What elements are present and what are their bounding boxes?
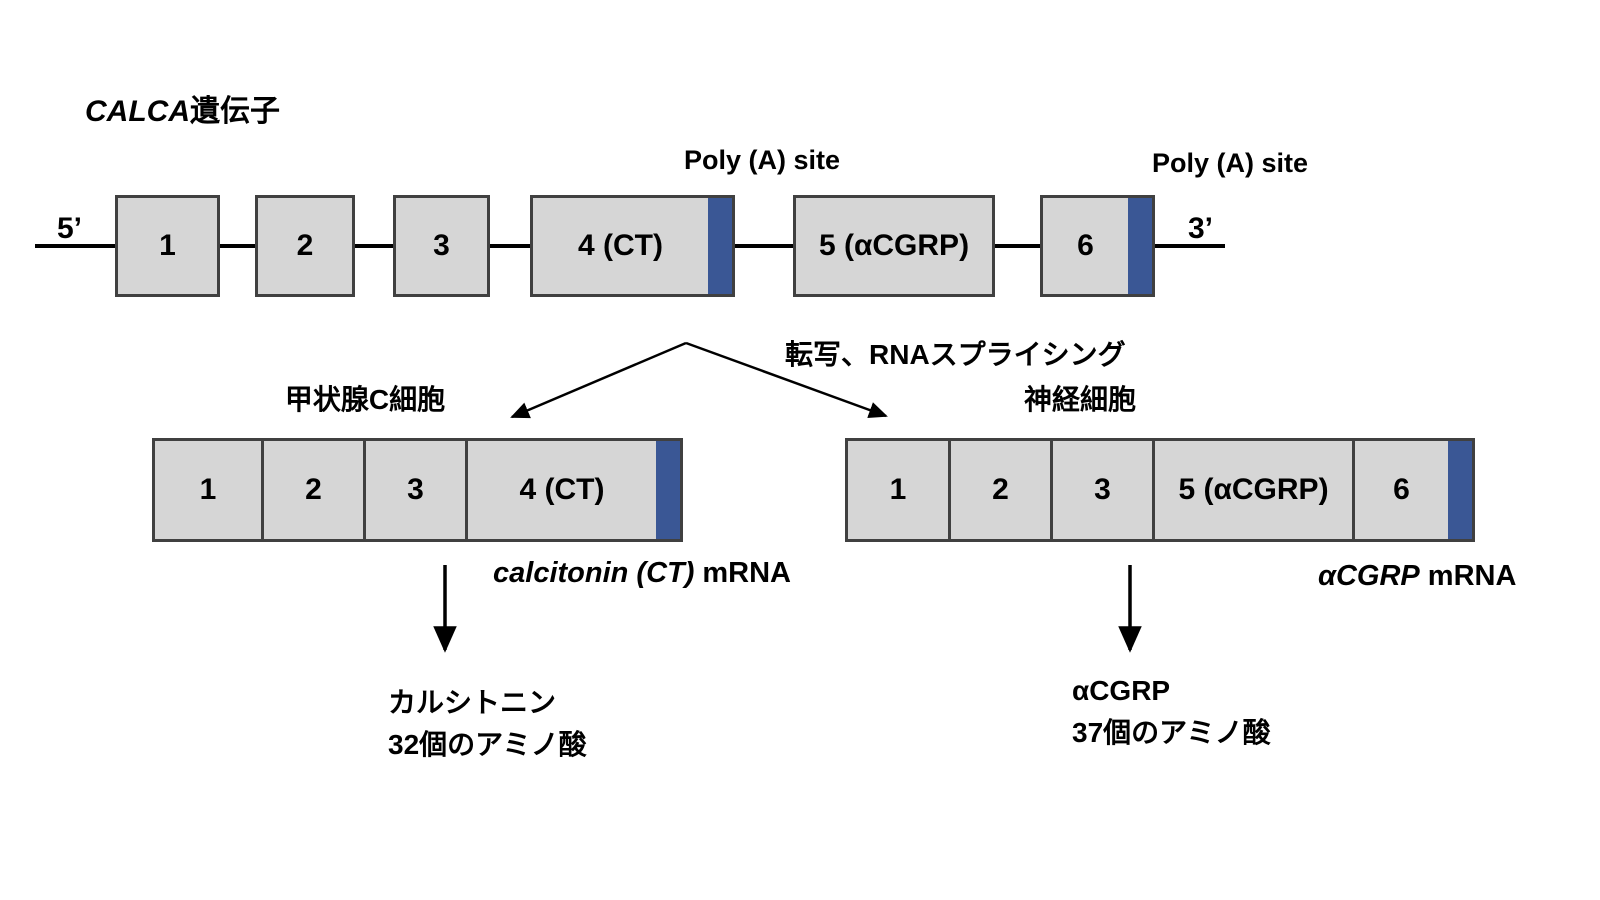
- mrna-exon-label: 1: [889, 473, 907, 506]
- gene-exon-4-label: 4 (CT): [578, 229, 663, 262]
- mrna-exon-label: 2: [992, 473, 1009, 506]
- mrna-exon-label: 3: [1094, 473, 1111, 506]
- three-prime-label: 3’: [1188, 212, 1214, 245]
- gene-exon-4: 4 (CT): [530, 195, 735, 297]
- left-product-detail: 32個のアミノ酸: [388, 729, 587, 760]
- gene-exon-1-label: 1: [159, 229, 176, 262]
- alpha-cgrp-mrna: 1 2 3 5 (αCGRP) 6: [845, 438, 1475, 542]
- gene-exon-2: 2: [255, 195, 355, 297]
- gene-name: CALCA: [85, 95, 190, 128]
- calcitonin-mrna-name: calcitonin (CT): [493, 557, 695, 589]
- mrna-exon: 3: [1050, 441, 1152, 539]
- splice-arrow-right: [685, 341, 888, 419]
- left-cell-type-label: 甲状腺C細胞: [284, 384, 446, 415]
- alpha-cgrp-mrna-suffix: mRNA: [1427, 560, 1517, 592]
- gene-exon-3-label: 3: [433, 229, 450, 262]
- right-product-name: αCGRP: [1072, 675, 1171, 706]
- poly-a-site-marker: [1128, 198, 1152, 294]
- mrna-exon: 5 (αCGRP): [1152, 441, 1352, 539]
- gene-exon-2-label: 2: [296, 229, 314, 262]
- five-prime-label: 5’: [57, 212, 83, 245]
- mrna-exon: 6: [1352, 441, 1472, 539]
- right-product-detail: 37個のアミノ酸: [1072, 717, 1271, 748]
- splicing-process-label: 転写、RNAスプライシング: [785, 339, 1126, 370]
- gene-exon-5: 5 (αCGRP): [793, 195, 995, 297]
- poly-a-site-marker: [656, 441, 680, 539]
- mrna-exon-label: 1: [199, 473, 217, 506]
- mrna-exon: 2: [948, 441, 1050, 539]
- mrna-exon: 1: [848, 441, 948, 539]
- title-suffix: 遺伝子: [190, 95, 280, 128]
- left-product-label: カルシトニン 32個のアミノ酸: [388, 682, 587, 766]
- gene-exon-5-label: 5 (αCGRP): [818, 229, 970, 262]
- mrna-exon-label: 4 (CT): [519, 473, 605, 506]
- splice-arrow-left: [510, 341, 687, 419]
- right-cell-type-label: 神経細胞: [1023, 384, 1136, 415]
- mrna-exon-label: 5 (αCGRP): [1178, 473, 1329, 506]
- mrna-exon: 2: [261, 441, 363, 539]
- mrna-exon-label: 6: [1393, 473, 1410, 506]
- right-product-label: αCGRP 37個のアミノ酸: [1072, 670, 1271, 754]
- calcitonin-mrna: 1 2 3 4 (CT): [152, 438, 683, 542]
- mrna-exon: 4 (CT): [465, 441, 680, 539]
- left-product-name: カルシトニン: [388, 687, 557, 718]
- gene-exon-6: 6: [1040, 195, 1155, 297]
- poly-a-site-marker: [1448, 441, 1472, 539]
- gene-exon-1: 1: [115, 195, 220, 297]
- poly-a-site-label-left: Poly (A) site: [683, 145, 841, 175]
- calcitonin-mrna-suffix: mRNA: [702, 557, 792, 589]
- mrna-exon: 1: [155, 441, 261, 539]
- calcitonin-mrna-label: calcitonin (CT)mRNA: [493, 557, 791, 590]
- gene-exon-6-label: 6: [1077, 229, 1094, 262]
- diagram-title: CALCA遺伝子: [85, 86, 280, 130]
- mrna-exon: 3: [363, 441, 465, 539]
- poly-a-site-label-right: Poly (A) site: [1151, 148, 1309, 178]
- alpha-cgrp-mrna-name: αCGRP: [1318, 560, 1420, 592]
- mrna-exon-label: 3: [407, 473, 424, 506]
- poly-a-site-marker: [708, 198, 732, 294]
- mrna-exon-label: 2: [305, 473, 322, 506]
- gene-exon-3: 3: [393, 195, 490, 297]
